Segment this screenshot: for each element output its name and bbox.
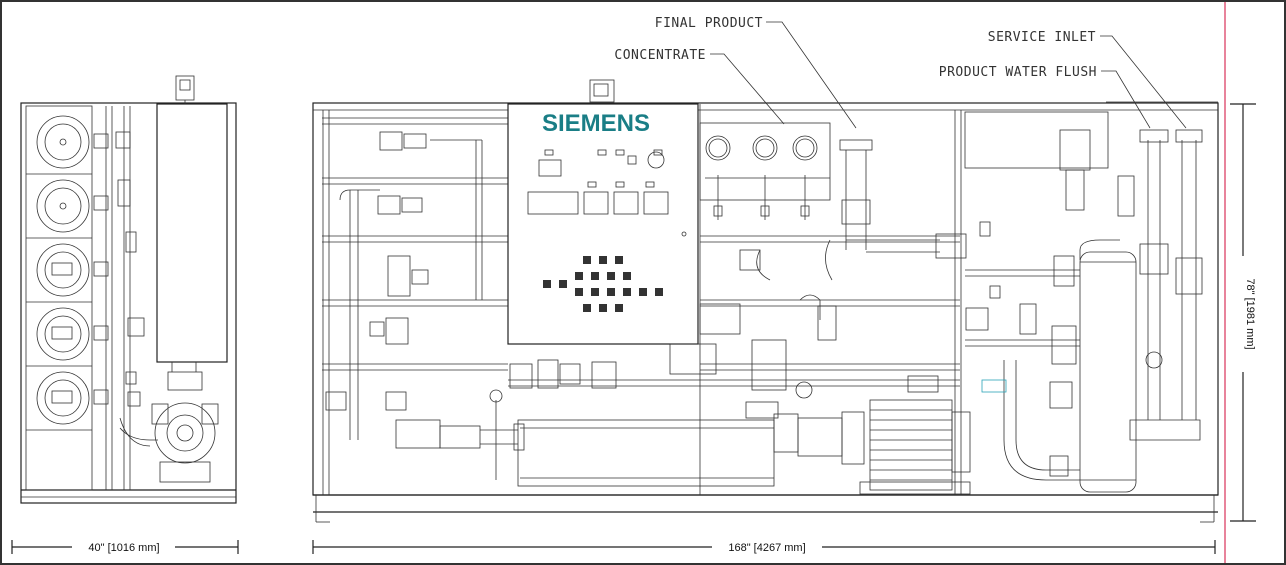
callout-service-inlet: SERVICE INLET <box>988 30 1096 45</box>
callout-final-product: FINAL PRODUCT <box>655 16 763 31</box>
front-view: SIEMENS <box>312 79 1219 523</box>
leader-service-inlet <box>1100 35 1187 129</box>
leader-product-water-flush <box>1101 70 1151 129</box>
dim-side-width-label: 40" [1016 mm] <box>88 542 159 554</box>
dimension-front-width: 168" [4267 mm] <box>312 540 1216 554</box>
leader-final-product <box>766 21 857 129</box>
dimension-side-width: 40" [1016 mm] <box>11 540 239 554</box>
callout-product-water-flush: PRODUCT WATER FLUSH <box>939 65 1097 80</box>
leader-concentrate <box>710 53 785 125</box>
dim-height-label: 78" [1981 mm] <box>1244 278 1256 349</box>
dimension-height: 78" [1981 mm] <box>1230 103 1256 522</box>
dim-front-width-label: 168" [4267 mm] <box>728 542 805 554</box>
side-view <box>20 75 237 504</box>
callout-concentrate: CONCENTRATE <box>614 48 706 63</box>
callouts: FINAL PRODUCT CONCENTRATE SERVICE INLET … <box>614 16 1187 129</box>
brand-logo: SIEMENS <box>542 110 650 137</box>
